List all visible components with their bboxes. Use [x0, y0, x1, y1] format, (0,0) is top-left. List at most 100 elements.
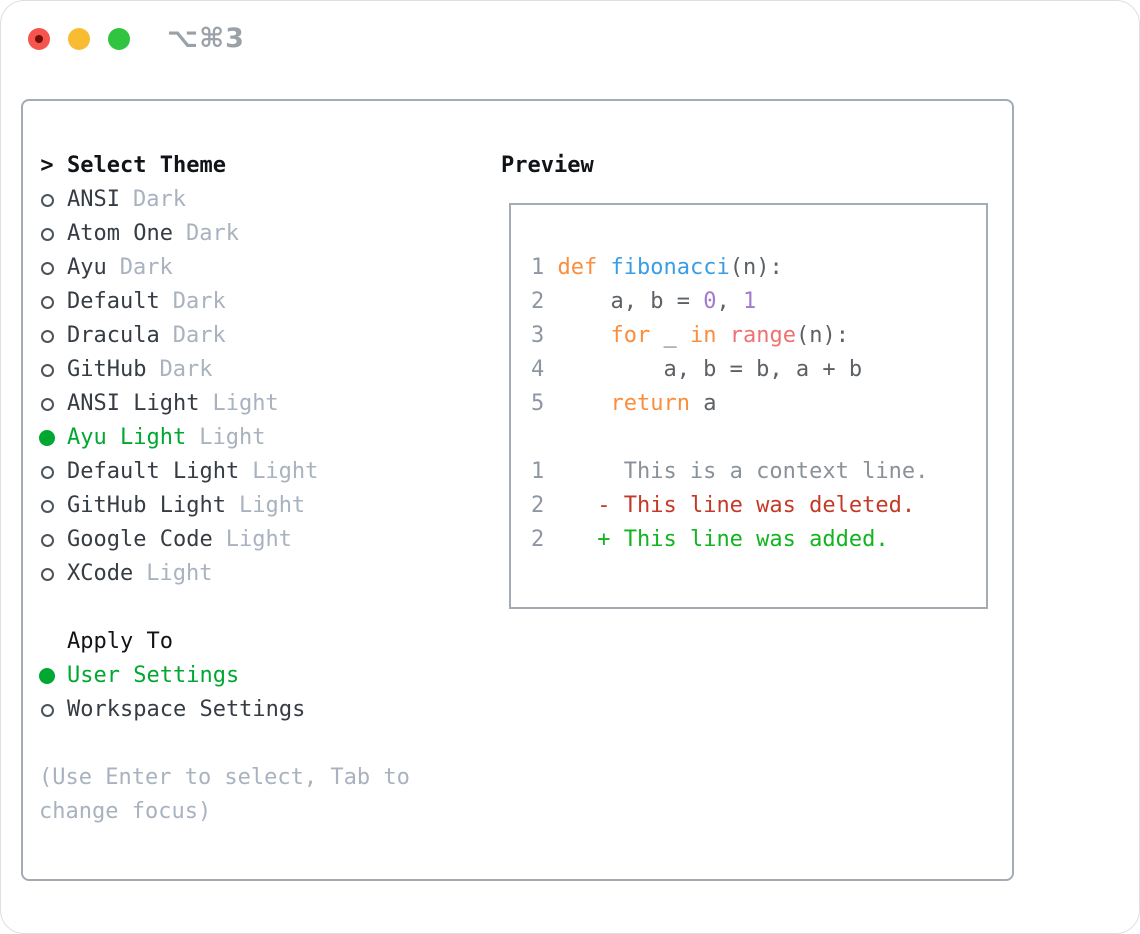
theme-option[interactable]: Dracula Dark [39, 319, 499, 353]
select-theme-title: Select Theme [67, 153, 226, 178]
radio-icon [39, 566, 55, 582]
code-line: 2 + This line was added. [531, 523, 986, 557]
theme-option[interactable]: ANSI Dark [39, 183, 499, 217]
theme-variant-tag: Light [238, 493, 306, 518]
radio-icon [39, 192, 55, 208]
code-token: This is a context line. [557, 459, 929, 484]
code-line: 3 for _ in range(n): [531, 319, 986, 353]
apply-to-header: Apply To [39, 625, 499, 659]
theme-variant-tag: Dark [185, 221, 239, 246]
spacer [39, 727, 499, 761]
code-token: (n): [729, 255, 783, 280]
theme-variant-tag: Dark [159, 357, 213, 382]
line-number: 1 [531, 459, 545, 484]
radio-selected-icon [39, 430, 55, 446]
code-token [557, 391, 610, 416]
code-line: 4 a, b = b, a + b [531, 353, 986, 387]
radio-icon [39, 328, 55, 344]
theme-option[interactable]: GitHub Light Light [39, 489, 499, 523]
theme-variant-tag: Light [212, 391, 279, 416]
theme-name: Dracula [67, 323, 160, 348]
code-token: (n): [795, 323, 849, 348]
blank-line [531, 421, 986, 455]
theme-option[interactable]: ANSI Light Light [39, 387, 499, 421]
preview-title: Preview [501, 153, 594, 178]
apply-to-title: Apply To [67, 629, 173, 654]
code-token [557, 323, 610, 348]
code-token: return [610, 391, 690, 416]
line-number: 3 [531, 323, 545, 348]
radio-icon [39, 464, 55, 480]
zoom-window-button[interactable] [108, 28, 130, 50]
apply-to-label: Workspace Settings [67, 697, 306, 722]
theme-option[interactable]: GitHub Dark [39, 353, 499, 387]
theme-name: Atom One [67, 221, 173, 246]
radio-icon [39, 226, 55, 242]
code-line: 2 a, b = 0, 1 [531, 285, 986, 319]
code-token: _ [650, 323, 690, 348]
code-token [557, 527, 597, 552]
focus-caret-icon: > [40, 153, 54, 178]
theme-name: Google Code [67, 527, 213, 552]
radio-icon [39, 260, 55, 276]
theme-name: Default Light [67, 459, 240, 484]
window-shortcut-label: ⌥⌘3 [167, 23, 245, 54]
title-bar: ⌥⌘3 [1, 1, 1139, 77]
code-token [597, 255, 610, 280]
line-number: 2 [531, 493, 545, 518]
radio-icon [39, 532, 55, 548]
theme-name: ANSI Light [67, 391, 200, 416]
line-number: 2 [531, 527, 545, 552]
theme-variant-tag: Dark [132, 187, 186, 212]
theme-name: Ayu [67, 255, 107, 280]
code-token: a, b = [557, 289, 704, 314]
theme-name: GitHub [67, 357, 147, 382]
code-line: 1 This is a context line. [531, 455, 986, 489]
code-token [716, 323, 729, 348]
theme-name: Ayu Light [67, 425, 187, 450]
theme-option[interactable]: Atom One Dark [39, 217, 499, 251]
theme-option[interactable]: Default Dark [39, 285, 499, 319]
line-number: 4 [531, 357, 545, 382]
radio-icon [39, 294, 55, 310]
line-number: 5 [531, 391, 545, 416]
code-token: a [689, 391, 717, 416]
code-token: 1 [742, 289, 757, 314]
close-window-button[interactable] [28, 28, 50, 50]
code-token [557, 493, 597, 518]
theme-name: GitHub Light [67, 493, 226, 518]
theme-option[interactable]: Ayu Light Light [39, 421, 499, 455]
minimize-window-button[interactable] [68, 28, 90, 50]
code-token: 0 [703, 289, 717, 314]
theme-name: ANSI [67, 187, 120, 212]
apply-to-option[interactable]: User Settings [39, 659, 499, 693]
theme-variant-tag: Light [199, 425, 266, 450]
no-marker [39, 634, 55, 650]
apply-to-option[interactable]: Workspace Settings [39, 693, 499, 727]
theme-variant-tag: Dark [172, 323, 226, 348]
apply-to-label: User Settings [67, 663, 240, 688]
line-number: 1 [531, 255, 545, 280]
code-token: for [610, 323, 651, 348]
theme-variant-tag: Dark [172, 289, 226, 314]
code-token: a, b = b, a + b [557, 357, 863, 382]
spacer [39, 591, 499, 625]
theme-name: Default [67, 289, 160, 314]
keyboard-hint: (Use Enter to select, Tab to change focu… [39, 765, 410, 824]
radio-selected-icon [39, 668, 55, 684]
code-token: in [689, 323, 717, 348]
select-theme-header: > Select Theme [39, 149, 499, 183]
radio-icon [39, 362, 55, 378]
code-token: range [729, 323, 796, 348]
theme-name: XCode [67, 561, 134, 586]
code-token: def [557, 255, 598, 280]
radio-icon [39, 702, 55, 718]
